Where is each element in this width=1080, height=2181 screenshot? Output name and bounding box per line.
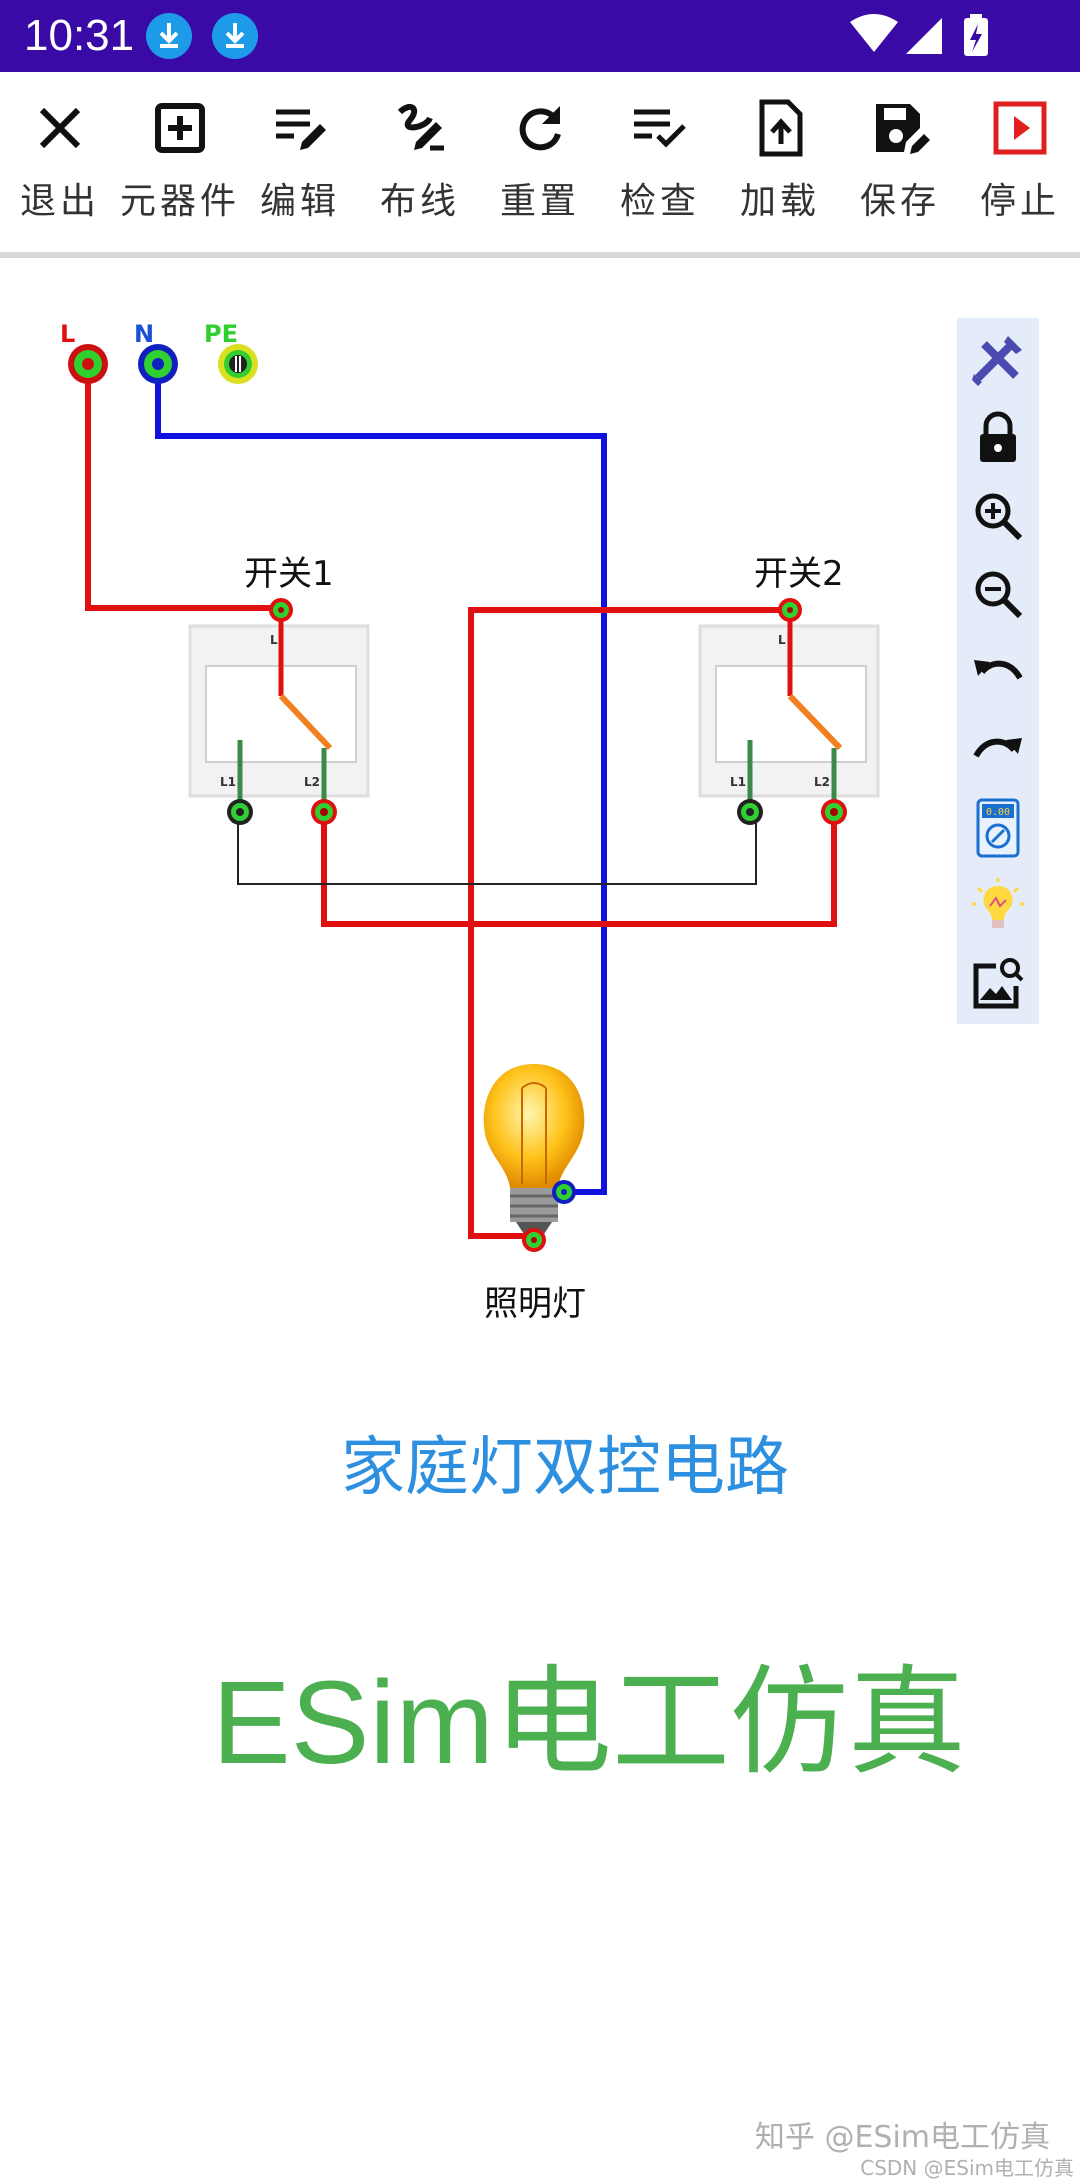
- zoom-out-button[interactable]: [968, 564, 1028, 624]
- brand-title: ESim电工仿真: [212, 1657, 966, 1789]
- lock-button[interactable]: [968, 408, 1028, 468]
- image-search-icon: [973, 958, 1024, 1009]
- switch-2-pin-label-l1: L1: [730, 775, 746, 789]
- wire-traveler-l2: [321, 812, 837, 927]
- switch-2-pin-l2: [821, 799, 847, 825]
- zoom-out-icon: [975, 571, 1023, 619]
- redo-button[interactable]: [968, 720, 1028, 780]
- bulb-icon: [972, 878, 1024, 928]
- switch-2-pin-label-l2: L2: [814, 775, 830, 789]
- battery-charging-icon: [964, 14, 988, 56]
- status-icons: [850, 12, 1000, 60]
- terminal-N[interactable]: [138, 344, 178, 384]
- circuit-diagram: L L1 L2 L L1 L2: [68, 344, 880, 1252]
- switch-1-blade: [278, 693, 333, 751]
- exit-button[interactable]: 退出: [0, 72, 120, 252]
- toolbar-divider: [0, 252, 1080, 258]
- wiring-button[interactable]: 布线: [360, 72, 480, 252]
- zoom-in-icon: [975, 493, 1023, 541]
- terminal-PE-label: PE: [204, 320, 238, 348]
- signal-icon: [906, 18, 942, 54]
- components-label: 元器件: [120, 181, 241, 222]
- components-button[interactable]: 元器件: [120, 72, 240, 252]
- zoom-in-button[interactable]: [968, 486, 1028, 546]
- switch-1-pin-l1: [227, 799, 253, 825]
- wiring-label: 布线: [379, 181, 460, 222]
- save-label: 保存: [859, 181, 940, 222]
- terminal-L[interactable]: [68, 344, 108, 384]
- wifi-icon: [850, 14, 898, 52]
- csdn-watermark: CSDN @ESim电工仿真: [860, 2156, 1074, 2180]
- download-icon: [146, 13, 192, 59]
- reset-button[interactable]: 重置: [480, 72, 600, 252]
- switch-1-label: 开关1: [244, 554, 334, 594]
- tools-icon: [972, 336, 1022, 386]
- switch-1-pin-common: [269, 598, 293, 622]
- edit-list-icon: [276, 109, 326, 150]
- status-bar: 10:31: [0, 0, 1080, 72]
- stop-label: 停止: [979, 181, 1060, 222]
- save-button[interactable]: 保存: [840, 72, 960, 252]
- toolbar: 退出 元器件 编辑 布线 重置 检查 加载 保存 停止: [0, 72, 1080, 252]
- stop-button[interactable]: 停止: [960, 72, 1080, 252]
- switch-1-pin-label-l1: L1: [220, 775, 236, 789]
- bulb-button[interactable]: [968, 876, 1028, 936]
- close-icon: [39, 107, 81, 149]
- check-button[interactable]: 检查: [600, 72, 720, 252]
- undo-button[interactable]: [968, 642, 1028, 702]
- circuit-canvas[interactable]: L L1 L2 L L1 L2 L N PE 开关1 开关2: [0, 258, 1080, 2180]
- switch-2-label: 开关2: [754, 554, 844, 594]
- upload-file-icon: [759, 99, 803, 157]
- wire-neutral: [155, 364, 607, 1195]
- circuit-title: 家庭灯双控电路: [341, 1431, 789, 1505]
- lamp[interactable]: [483, 1064, 585, 1234]
- exit-label: 退出: [19, 181, 100, 222]
- redo-icon: [973, 738, 1022, 758]
- switch-2-pin-label-common: L: [778, 633, 786, 647]
- side-tool-panel: 0.00: [957, 318, 1039, 1024]
- svg-text:0.00: 0.00: [986, 807, 1010, 818]
- undo-icon: [974, 660, 1023, 680]
- tools-button[interactable]: [968, 330, 1028, 390]
- lock-icon: [980, 411, 1016, 462]
- switch-2-pin-l1: [737, 799, 763, 825]
- lamp-pin-live: [522, 1228, 546, 1252]
- switch-2-pin-common: [778, 598, 802, 622]
- load-button[interactable]: 加载: [720, 72, 840, 252]
- save-edit-icon: [876, 104, 930, 154]
- reset-label: 重置: [499, 181, 580, 222]
- stop-play-icon: [993, 101, 1047, 155]
- lamp-label: 照明灯: [484, 1284, 586, 1324]
- terminal-PE[interactable]: [218, 344, 258, 384]
- switch-1-pin-label-common: L: [270, 633, 278, 647]
- multimeter-icon: 0.00: [976, 798, 1020, 858]
- multimeter-button[interactable]: 0.00: [968, 798, 1028, 858]
- load-label: 加载: [739, 181, 820, 222]
- edit-button[interactable]: 编辑: [240, 72, 360, 252]
- checklist-icon: [634, 109, 686, 148]
- download-icon: [212, 13, 258, 59]
- switch-1-pin-l2: [311, 799, 337, 825]
- draw-icon: [397, 103, 444, 151]
- wire-traveler-l1: [237, 812, 757, 885]
- switch-2-blade: [787, 693, 843, 751]
- edit-label: 编辑: [259, 181, 340, 222]
- add-box-icon: [155, 103, 205, 153]
- refresh-icon: [519, 106, 561, 151]
- terminal-N-label: N: [134, 320, 155, 348]
- terminal-L-label: L: [60, 320, 76, 348]
- switch-1-pin-label-l2: L2: [304, 775, 320, 789]
- image-search-button[interactable]: [968, 954, 1028, 1014]
- lamp-pin-neutral: [552, 1180, 576, 1204]
- zhihu-watermark: 知乎 @ESim电工仿真: [754, 2120, 1050, 2155]
- check-label: 检查: [619, 181, 700, 222]
- wire-live-supply: [85, 364, 281, 611]
- status-time: 10:31: [24, 11, 135, 60]
